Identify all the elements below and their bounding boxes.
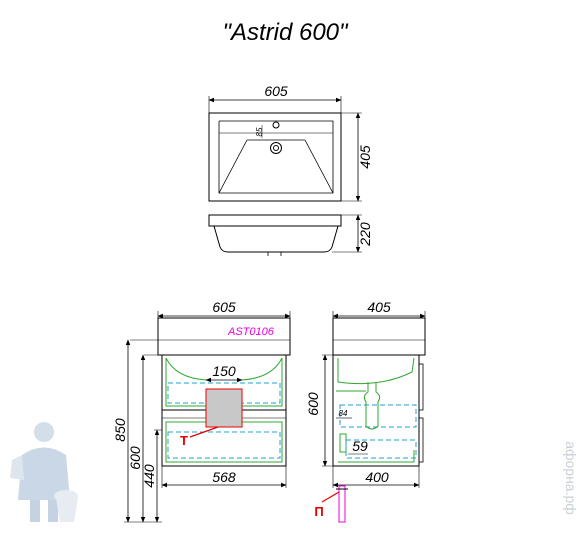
inner-width-label: 568 bbox=[212, 469, 236, 485]
profile-drawer-dashed bbox=[339, 404, 417, 428]
drawer-height-label: 440 bbox=[141, 464, 157, 488]
basin-outline-top bbox=[208, 112, 342, 202]
basin-side-view bbox=[208, 214, 362, 256]
top-view bbox=[208, 96, 362, 202]
basin-rim bbox=[218, 120, 334, 194]
side-height-label: 220 bbox=[357, 222, 373, 247]
profile-cabinet-outline bbox=[332, 354, 420, 467]
p-marker-label: П bbox=[314, 504, 323, 519]
floor-pipe bbox=[338, 485, 346, 523]
profile-bowl-green bbox=[337, 357, 415, 385]
t-marker-line bbox=[189, 426, 219, 438]
profile-view bbox=[321, 311, 426, 523]
watermark-text: афорна.рф bbox=[563, 441, 577, 515]
plumber-mascot-icon bbox=[10, 422, 78, 522]
trap-label: 84 bbox=[339, 409, 348, 418]
profile-depth-label: 405 bbox=[367, 299, 391, 315]
drain-outer-icon bbox=[270, 142, 282, 154]
profile-basin-outline bbox=[332, 317, 426, 356]
basin-side-rim bbox=[208, 214, 342, 227]
drawer-gap-label: 59 bbox=[352, 438, 368, 454]
plumbing-opening bbox=[205, 388, 243, 428]
cabinet-height-label: 600 bbox=[127, 446, 143, 470]
model-code-label: AST0106 bbox=[227, 326, 275, 338]
lower-drawer-dashed bbox=[167, 431, 281, 459]
drain-inner-icon bbox=[273, 145, 279, 151]
profile-height-label: 600 bbox=[305, 392, 321, 416]
basin-side-bowl bbox=[213, 225, 339, 253]
siphon-icon bbox=[363, 382, 381, 430]
top-depth-label: 405 bbox=[357, 145, 373, 169]
top-width-label: 605 bbox=[264, 83, 288, 99]
t-marker-label: T bbox=[180, 433, 188, 448]
front-width-label: 605 bbox=[212, 299, 236, 315]
hole-label: 85 bbox=[255, 127, 264, 136]
p-marker-line bbox=[321, 491, 340, 503]
total-height-label: 850 bbox=[112, 418, 128, 442]
inner-depth-label: 400 bbox=[365, 469, 389, 485]
opening-label: 150 bbox=[212, 363, 236, 379]
tap-hole-icon bbox=[272, 121, 280, 129]
drawing-title: "Astrid 600" bbox=[222, 19, 349, 46]
front-view bbox=[124, 311, 291, 523]
